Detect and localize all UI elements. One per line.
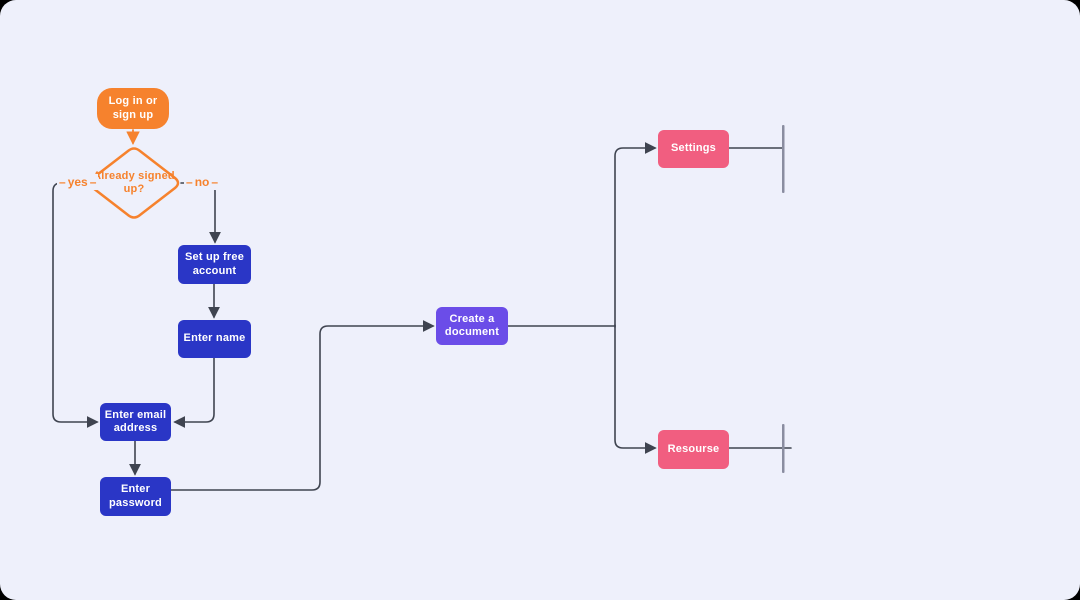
edge-no-to-setup-account <box>180 182 221 244</box>
edge-label-dash <box>90 174 97 190</box>
node-create-document[interactable]: Create a document <box>436 307 508 345</box>
node-enter-password-label: Enter password <box>109 483 162 509</box>
node-enter-email[interactable]: Enter email address <box>100 403 171 441</box>
node-setup-account-label: Set up free account <box>184 251 245 277</box>
node-enter-email-label: Enter email address <box>104 408 167 435</box>
edge-label-yes-text: yes <box>67 175 88 189</box>
edge-label-no-text: no <box>194 175 210 189</box>
node-enter-password[interactable]: Enter password <box>100 477 171 516</box>
edge-junction-to-resourse <box>614 324 657 454</box>
node-enter-name-label: Enter name <box>183 332 246 345</box>
node-create-document-label: Create a document <box>444 312 500 339</box>
node-settings[interactable]: Settings <box>658 130 729 168</box>
edge-junction-to-settings <box>614 142 657 328</box>
node-login[interactable]: Log in or sign up <box>97 88 169 129</box>
node-resourse[interactable]: Resourse <box>658 430 729 469</box>
node-settings-label: Settings <box>671 142 716 155</box>
node-setup-account[interactable]: Set up free account <box>178 245 251 284</box>
node-resourse-label: Resourse <box>667 442 720 455</box>
edge-label-dash <box>211 174 218 190</box>
node-login-label: Log in or sign up <box>108 95 158 121</box>
edge-password-to-create-document <box>170 320 435 491</box>
terminator-bar-top <box>782 125 785 193</box>
edge-label-dash <box>186 174 193 190</box>
edge-label-dash <box>59 174 66 190</box>
edge-label-no: no <box>184 174 221 190</box>
node-enter-name[interactable]: Enter name <box>178 320 251 358</box>
edge-label-yes: yes <box>57 174 99 190</box>
node-already-signed-label[interactable]: Already signed up? <box>93 169 175 196</box>
edge-yes-to-enter-email <box>52 182 99 428</box>
edge-enter-name-to-email <box>173 357 215 428</box>
terminator-bar-bottom <box>782 424 785 473</box>
